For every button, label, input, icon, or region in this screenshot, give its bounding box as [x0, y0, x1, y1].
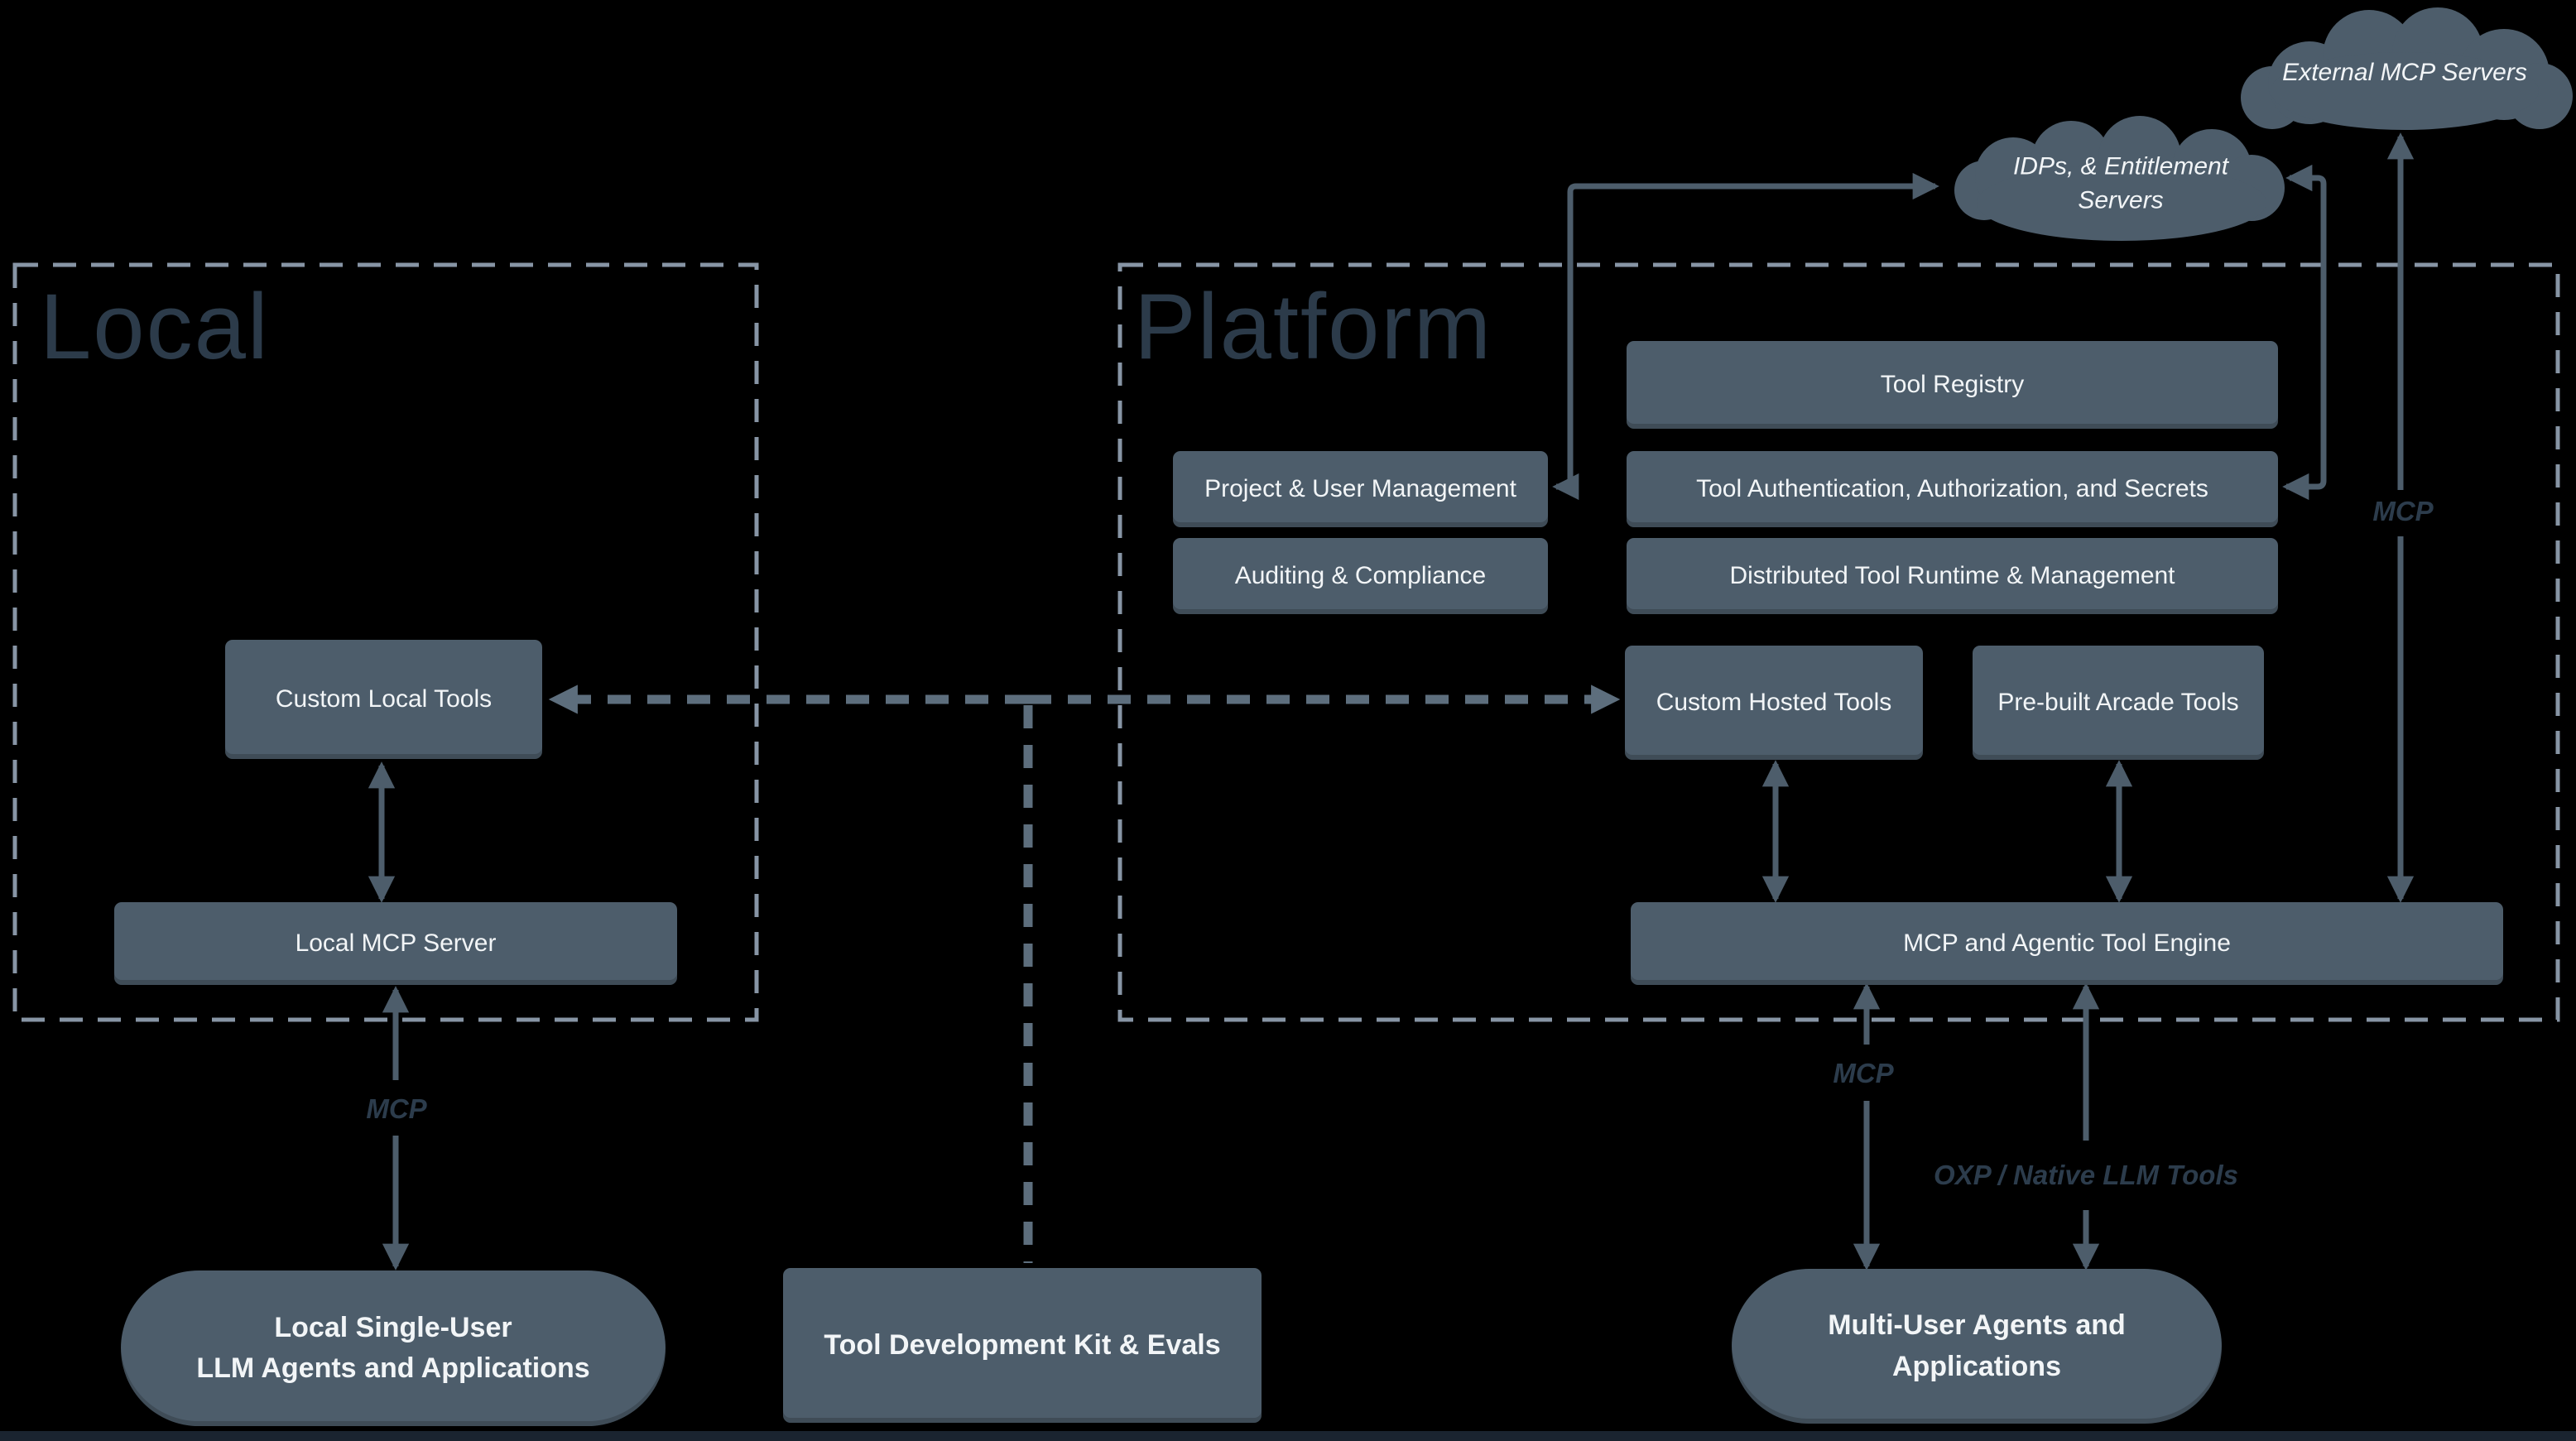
node-tool-development-kit: Tool Development Kit & Evals: [783, 1268, 1262, 1423]
node-auditing-compliance: Auditing & Compliance: [1173, 538, 1548, 614]
idp-label-line1: IDPs, & Entitlement: [2012, 152, 2229, 180]
external-mcp-servers-cloud: [2241, 7, 2573, 130]
node-distributed-runtime: Distributed Tool Runtime & Management: [1627, 538, 2278, 614]
node-custom-local-tools: Custom Local Tools: [225, 640, 542, 759]
node-local-mcp-server: Local MCP Server: [114, 902, 677, 985]
edge-label-mcp-external: MCP: [2372, 496, 2434, 526]
idp-entitlement-label: IDPs, & Entitlement Servers: [2013, 151, 2228, 218]
local-agents-line2: LLM Agents and Applications: [196, 1352, 590, 1384]
node-tool-registry: Tool Registry: [1627, 341, 2278, 429]
idp-entitlement-cloud: [1954, 116, 2285, 241]
solid-arrows: [368, 132, 2415, 1270]
edge-label-mcp-local: MCP: [366, 1093, 427, 1124]
node-local-single-user-agents: Local Single-User LLM Agents and Applica…: [121, 1270, 666, 1426]
elbow-idp-to-project: [1552, 331, 1579, 501]
dashed-tool-sync-connector: [548, 684, 1621, 1263]
node-mcp-agentic-tool-engine: MCP and Agentic Tool Engine: [1631, 902, 2503, 985]
node-multi-user-agents: Multi-User Agents and Applications: [1732, 1269, 2222, 1424]
edge-label-oxp-native-llm-tools: OXP / Native LLM Tools: [1934, 1160, 2238, 1190]
platform-section-title: Platform: [1134, 275, 1492, 378]
node-custom-hosted-tools: Custom Hosted Tools: [1625, 646, 1923, 760]
elbow-auth-to-idp: [2285, 164, 2327, 331]
node-project-user-management: Project & User Management: [1173, 451, 1548, 527]
local-agents-line1: Local Single-User: [274, 1311, 512, 1343]
node-prebuilt-arcade-tools: Pre-built Arcade Tools: [1973, 646, 2264, 760]
local-container-border: [12, 262, 759, 1022]
multi-user-line2: Applications: [1891, 1350, 2061, 1382]
idp-label-line2: Servers: [2078, 186, 2164, 214]
elbow-project-to-idp: [1567, 172, 1939, 331]
platform-container-border: [1117, 262, 2560, 1022]
edge-label-mcp-engine: MCP: [1833, 1058, 1894, 1088]
multi-user-line1: Multi-User Agents and: [1828, 1309, 2126, 1342]
node-tool-auth: Tool Authentication, Authorization, and …: [1627, 451, 2278, 527]
local-section-title: Local: [40, 275, 270, 378]
external-mcp-servers-label: External MCP Servers: [2282, 58, 2527, 86]
bottom-strip: [0, 1431, 2576, 1441]
elbow-idp-to-auth: [2282, 331, 2327, 501]
